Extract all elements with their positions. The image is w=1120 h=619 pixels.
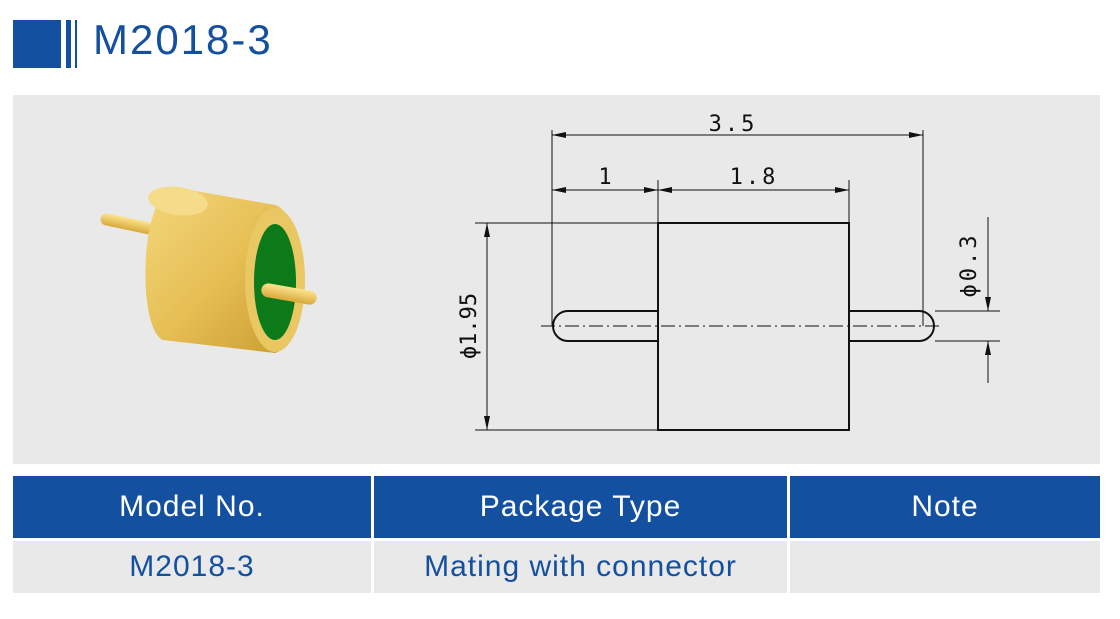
body-top-highlight xyxy=(148,186,208,216)
dim-pin-diameter-label: ϕ0.3 xyxy=(957,233,982,298)
header-block-icon xyxy=(13,20,61,68)
header-bar-icon xyxy=(66,20,71,68)
header-package-type: Package Type xyxy=(374,476,787,538)
header-note: Note xyxy=(790,476,1100,538)
dim-total-label: 3.5 xyxy=(709,112,758,137)
dim-body-diameter-label: ϕ1.95 xyxy=(457,293,482,359)
dim-pin-length-label: 1 xyxy=(598,165,611,190)
table-row: M2018-3 Mating with connector xyxy=(13,538,1100,593)
connector-3d-render xyxy=(100,186,317,353)
header-model-no: Model No. xyxy=(13,476,371,538)
product-illustration: 3.5 1 1.8 ϕ1.95 ϕ0.3 xyxy=(100,112,1000,431)
cell-package-type: Mating with connector xyxy=(374,541,787,593)
dim-pin-arrows xyxy=(985,297,991,355)
spec-table: Model No. Package Type Note M2018-3 Mati… xyxy=(13,476,1100,593)
cell-model-no: M2018-3 xyxy=(13,541,371,593)
dim-body-length-label: 1.8 xyxy=(730,165,779,190)
cell-note xyxy=(790,541,1100,593)
right-pin xyxy=(261,283,317,305)
green-insulator xyxy=(254,224,296,340)
page-title: M2018-3 xyxy=(93,16,273,63)
table-header-row: Model No. Package Type Note xyxy=(13,476,1100,538)
header-thin-bar-icon xyxy=(75,20,77,68)
technical-drawing xyxy=(475,130,1000,431)
product-drawing-panel: 3.5 1 1.8 ϕ1.95 ϕ0.3 xyxy=(13,95,1100,464)
